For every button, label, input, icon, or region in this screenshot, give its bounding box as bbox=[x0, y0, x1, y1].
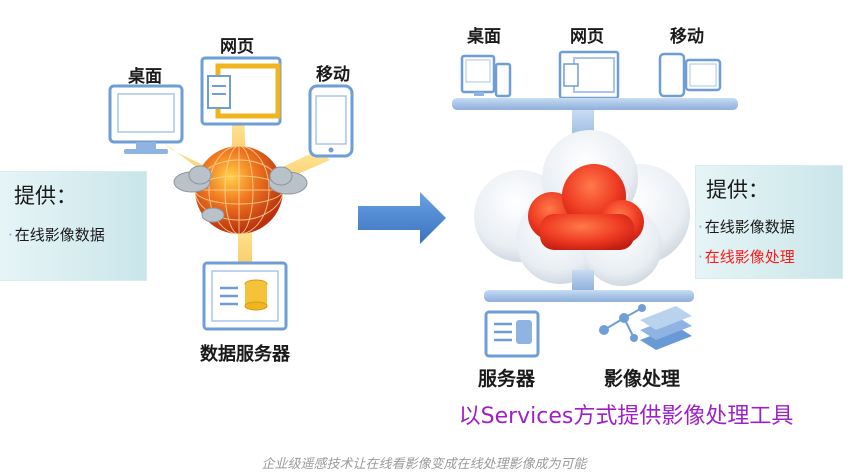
mobile-phone-icon bbox=[308, 84, 354, 158]
cloud-platform-icon bbox=[474, 130, 690, 286]
left-provides-panel: 提供： ·在线影像数据 bbox=[0, 172, 146, 280]
mobile-label-right: 移动 bbox=[670, 27, 704, 47]
mobile-tablet-icon-right bbox=[658, 52, 722, 98]
bottom-connector-bar bbox=[484, 270, 694, 302]
data-server-icon bbox=[202, 261, 288, 331]
data-server-label: 数据服务器 bbox=[200, 344, 290, 365]
services-tagline: 以Services方式提供影像处理工具 bbox=[458, 404, 794, 429]
right-provides-panel: 提供： ·在线影像数据 ·在线影像处理 bbox=[696, 166, 842, 278]
left-panel-title: 提供： bbox=[14, 184, 77, 208]
desktop-monitor-icon bbox=[108, 84, 184, 154]
server-label-right: 服务器 bbox=[478, 368, 536, 390]
image-processing-label: 影像处理 bbox=[604, 368, 681, 390]
right-panel-item-processing: ·在线影像处理 bbox=[698, 248, 795, 266]
right-panel-item-processing-text: 在线影像处理 bbox=[704, 248, 795, 266]
desktop-monitor-icon-right bbox=[460, 54, 512, 98]
web-page-icon bbox=[200, 56, 282, 126]
desktop-label-left: 桌面 bbox=[128, 67, 162, 87]
image-processing-icon bbox=[599, 304, 692, 350]
transition-arrow bbox=[358, 192, 446, 244]
server-icon-right bbox=[484, 310, 540, 358]
web-label-right: 网页 bbox=[570, 27, 604, 47]
web-page-icon-right bbox=[558, 50, 620, 100]
small-clouds bbox=[173, 165, 308, 223]
left-panel-item-text: 在线影像数据 bbox=[14, 226, 105, 244]
right-panel-item-data-text: 在线影像数据 bbox=[704, 218, 795, 236]
desktop-label-right: 桌面 bbox=[467, 27, 501, 47]
right-panel-title: 提供： bbox=[706, 178, 769, 202]
right-panel-item-data: ·在线影像数据 bbox=[698, 218, 795, 236]
left-panel-item: ·在线影像数据 bbox=[8, 226, 105, 244]
mobile-label-left: 移动 bbox=[316, 65, 350, 85]
figure-caption: 企业级遥感技术让在线看影像变成在线处理影像成为可能 bbox=[261, 457, 587, 472]
web-label-left: 网页 bbox=[220, 37, 254, 57]
